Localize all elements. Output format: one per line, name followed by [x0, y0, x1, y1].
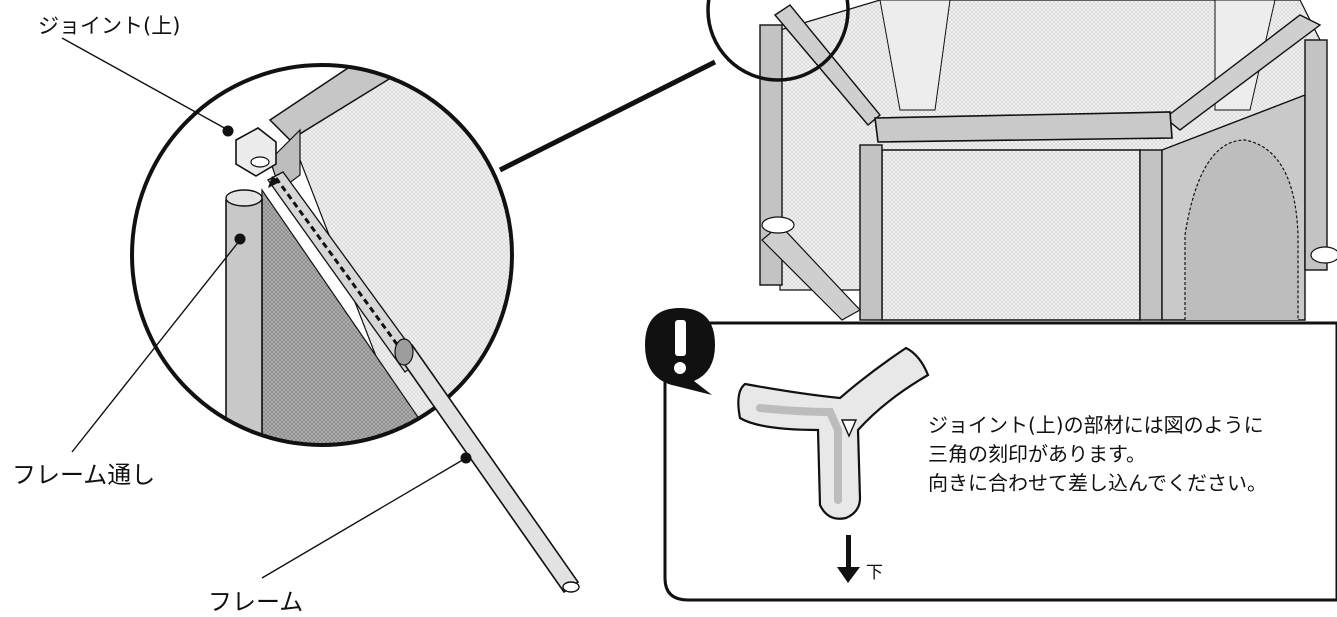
- label-frame: フレーム: [208, 588, 304, 616]
- leader-lines: [61, 37, 472, 579]
- frame-pole: [394, 338, 580, 594]
- down-arrow-icon: [837, 535, 860, 583]
- magnified-detail: [130, 63, 514, 447]
- caution-line: ジョイント(上)の部材には図のように: [928, 413, 1264, 437]
- caution-line: 向きに合わせて差し込んでください。: [928, 471, 1267, 495]
- exclamation-icon: [645, 308, 715, 395]
- y-joint-illustration: [737, 346, 930, 520]
- label-down: 下: [866, 563, 883, 583]
- caution-line: 三角の刻印があります。: [928, 442, 1146, 466]
- label-joint-upper: ジョイント(上): [38, 14, 181, 38]
- overview-zoom-circle: [706, 0, 850, 82]
- playpen-overview: [759, 0, 1337, 321]
- label-frame-channel: フレーム通し: [12, 461, 156, 489]
- caution-box: [645, 308, 1337, 602]
- zoom-connector-line: [498, 59, 717, 173]
- caution-text: ジョイント(上)の部材には図のように 三角の刻印があります。 向きに合わせて差し…: [928, 411, 1267, 498]
